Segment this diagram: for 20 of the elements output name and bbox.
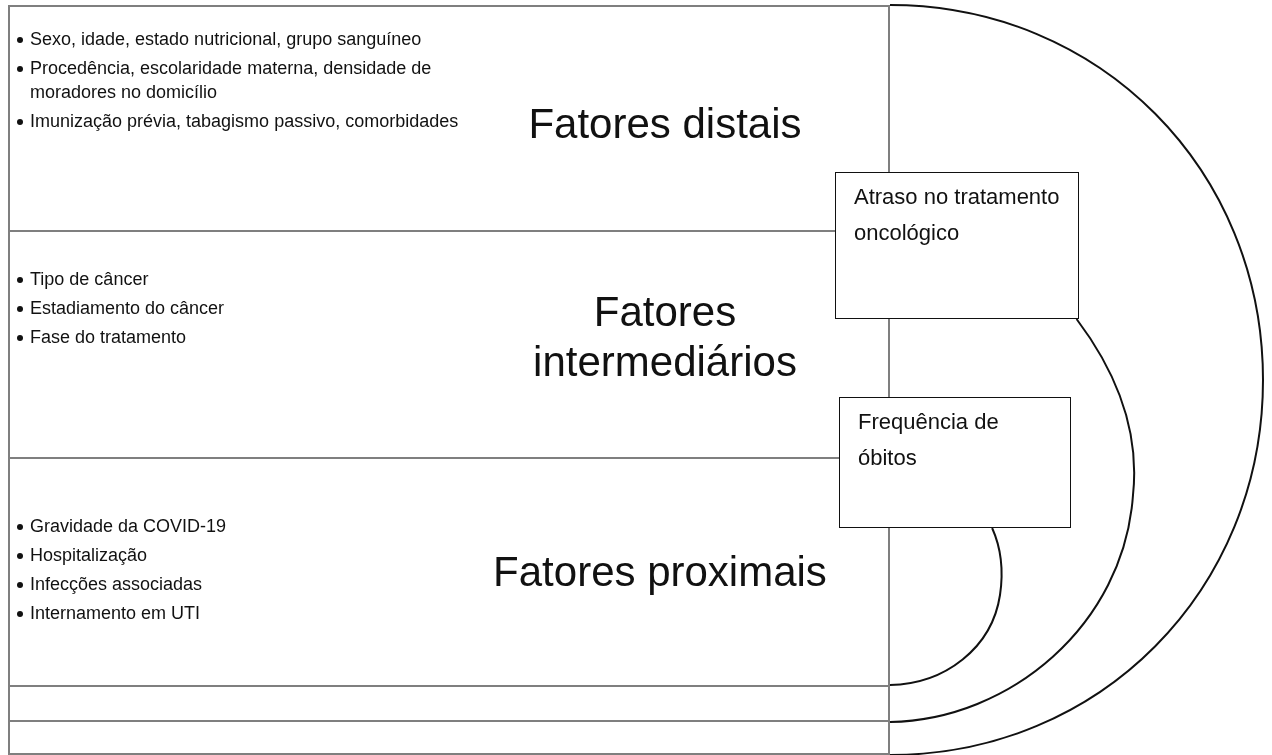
bullet-item: Tipo de câncer bbox=[30, 268, 150, 291]
bullet-item: Imunização prévia, tabagismo passivo, comorbidades bbox=[30, 110, 460, 133]
bullet-item: Hospitalização bbox=[30, 544, 149, 567]
outcome-box: Frequência de óbitos bbox=[839, 397, 1071, 528]
outcome-box: Atraso no tratamento oncológico bbox=[835, 172, 1079, 319]
bullet-item: Internamento em UTI bbox=[30, 602, 202, 625]
level-heading: Fatores distais bbox=[527, 99, 803, 149]
arc-connector bbox=[889, 527, 1003, 686]
bullet-item: Estadiamento do câncer bbox=[30, 297, 226, 320]
bullet-item: Procedência, escolaridade materna, densidade de moradores no domicílio bbox=[30, 57, 433, 104]
empty-band bbox=[8, 720, 890, 755]
bullet-item: Infecções associadas bbox=[30, 573, 204, 596]
arc-connector bbox=[889, 4, 1264, 755]
level-heading: Fatores intermediários bbox=[532, 287, 798, 387]
empty-band bbox=[8, 685, 890, 722]
bullet-item: Gravidade da COVID-19 bbox=[30, 515, 228, 538]
arc-connector bbox=[889, 318, 1136, 723]
bullet-item: Fase do tratamento bbox=[30, 326, 188, 349]
bullet-item: Sexo, idade, estado nutricional, grupo sanguíneo bbox=[30, 28, 423, 51]
level-heading: Fatores proximais bbox=[492, 547, 828, 597]
